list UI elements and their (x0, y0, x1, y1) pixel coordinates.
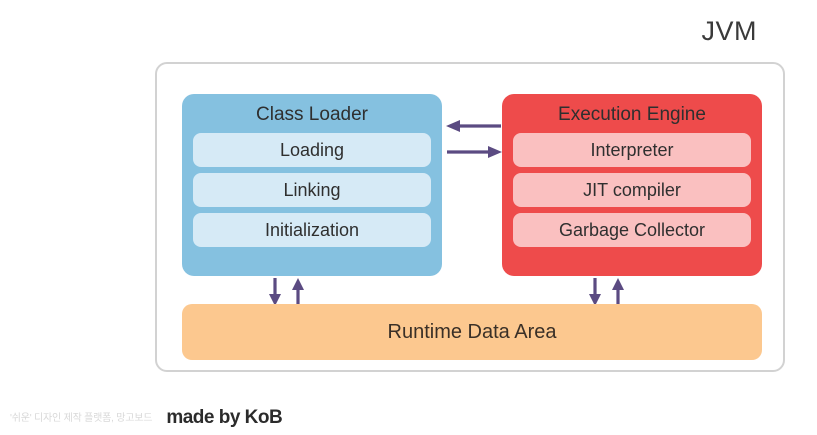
runtime-data-area: Runtime Data Area (182, 304, 762, 360)
arrow-down-icon (269, 278, 281, 306)
watermark-korean-text: '쉬운' 디자인 제작 플랫폼, 망고보드 (10, 413, 153, 424)
module-execution-engine-title: Execution Engine (558, 104, 706, 125)
module-item-jit-compiler: JIT compiler (513, 173, 751, 207)
footer: '쉬운' 디자인 제작 플랫폼, 망고보드 made by KoB (10, 407, 283, 428)
jvm-container: Class Loader Loading Linking Initializat… (155, 62, 785, 372)
jvm-title: JVM (701, 16, 757, 46)
arrow-down-icon (589, 278, 601, 306)
made-by-label: made by KoB (166, 407, 283, 428)
module-execution-engine-items: Interpreter JIT compiler Garbage Collect… (502, 133, 762, 257)
module-item-interpreter: Interpreter (513, 133, 751, 167)
module-item-linking: Linking (193, 173, 431, 207)
module-item-garbage-collector: Garbage Collector (513, 213, 751, 247)
arrow-right-icon (447, 146, 502, 158)
module-class-loader-items: Loading Linking Initialization (182, 133, 442, 257)
arrow-up-icon (292, 278, 304, 306)
module-execution-engine: Execution Engine Interpreter JIT compile… (502, 94, 762, 276)
module-class-loader-title: Class Loader (256, 104, 368, 125)
module-item-loading: Loading (193, 133, 431, 167)
arrow-up-icon (612, 278, 624, 306)
arrow-left-icon (446, 120, 501, 132)
module-item-initialization: Initialization (193, 213, 431, 247)
module-class-loader: Class Loader Loading Linking Initializat… (182, 94, 442, 276)
